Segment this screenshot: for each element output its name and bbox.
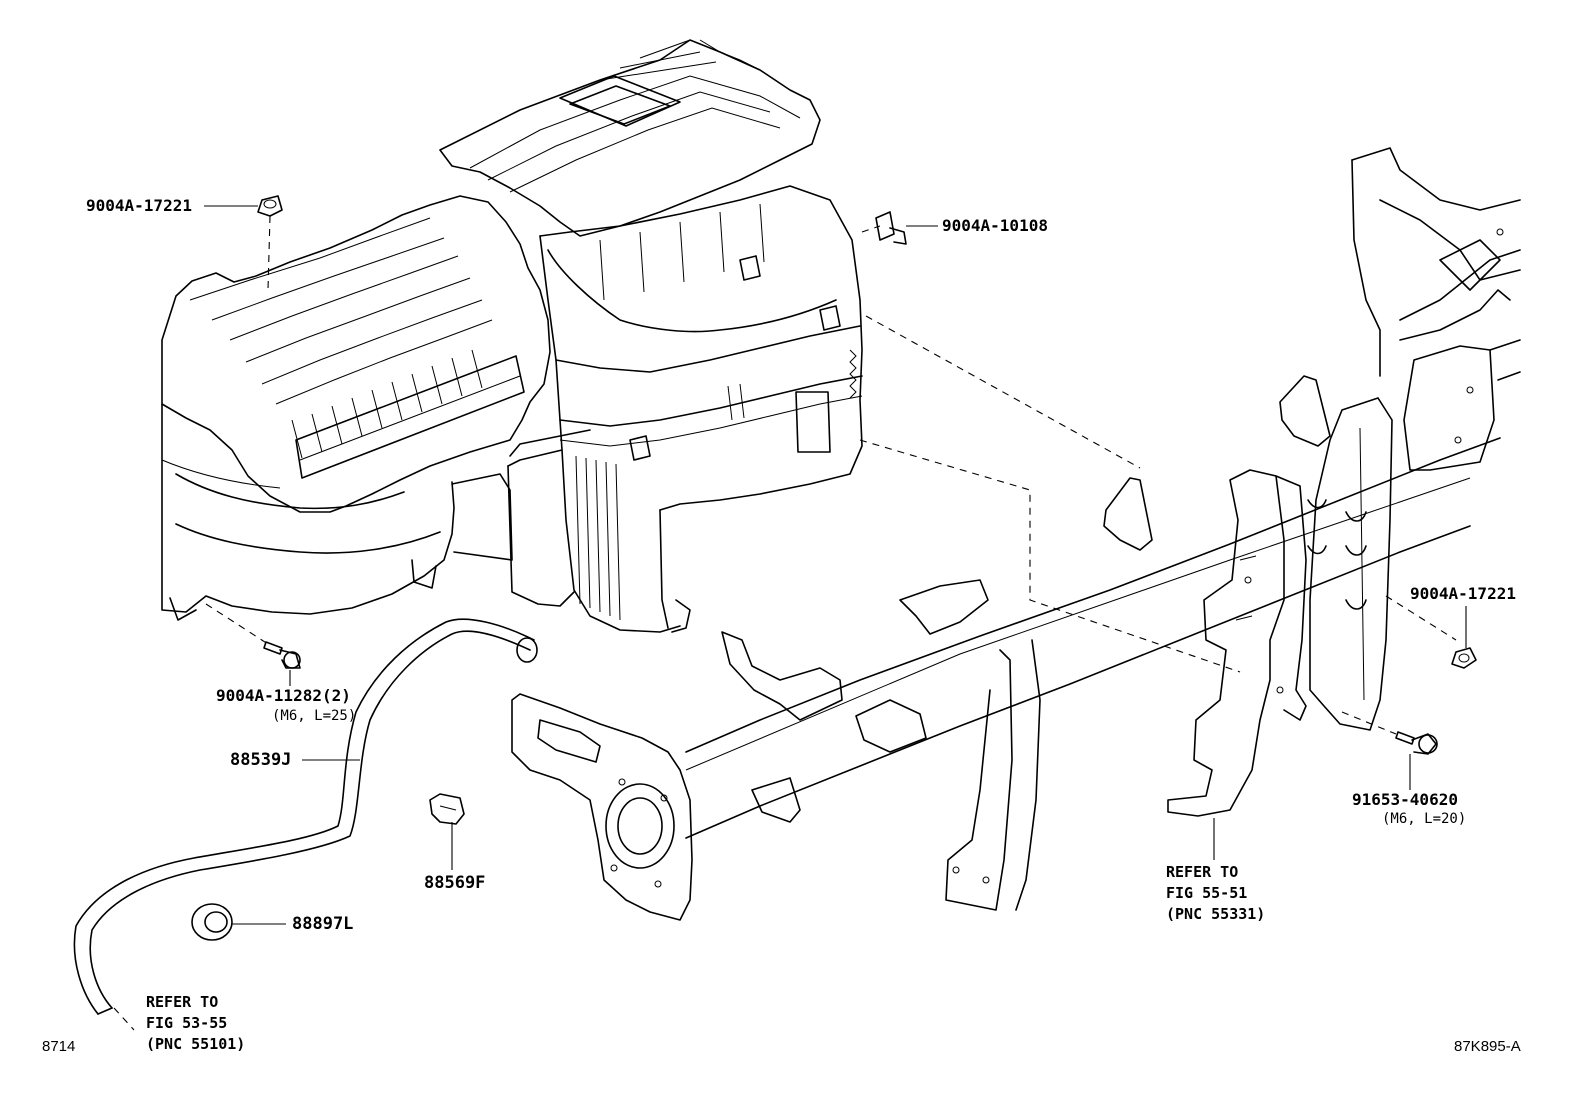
part-label-clip[interactable]: 9004A-10108 <box>942 216 1048 235</box>
reference-bracket[interactable]: REFER TO FIG 55-51 (PNC 55331) <box>1166 862 1265 925</box>
reference-hose-line2: FIG 53-55 <box>146 1014 228 1032</box>
footer-right-code: 87K895-A <box>1454 1038 1521 1055</box>
part-label-clamp[interactable]: 88569F <box>424 873 486 893</box>
part-label-bolt-left[interactable]: 9004A-11282(2) <box>216 686 351 705</box>
part-label-bolt-right[interactable]: 91653-40620 <box>1352 790 1458 809</box>
heater-unit <box>161 39 863 633</box>
bolt-right-icon <box>1395 731 1438 755</box>
reference-bracket-line1: REFER TO <box>1166 863 1239 881</box>
part-label-nut-right[interactable]: 9004A-17221 <box>1410 584 1516 603</box>
grommet-icon <box>191 903 233 941</box>
reference-hose-line3: (PNC 55101) <box>146 1035 246 1053</box>
reference-hose-line1: REFER TO <box>146 993 219 1011</box>
bolt-left-icon <box>263 641 301 669</box>
nut-top-icon <box>257 195 283 217</box>
reference-bracket-line2: FIG 55-51 <box>1166 884 1248 902</box>
reference-bracket-line3: (PNC 55331) <box>1166 905 1266 923</box>
part-spec-bolt-left: (M6, L=25) <box>272 708 357 724</box>
drain-hose <box>73 618 538 1015</box>
reference-hose-end[interactable]: REFER TO FIG 53-55 (PNC 55101) <box>146 992 245 1055</box>
part-label-hose[interactable]: 88539J <box>230 750 292 770</box>
clip-icon <box>875 211 907 245</box>
clamp-icon <box>429 793 465 825</box>
leader-lines <box>204 205 1467 925</box>
part-label-nut-top[interactable]: 9004A-17221 <box>86 196 192 215</box>
assembly-lines <box>113 215 1457 1031</box>
footer-left-code: 8714 <box>42 1038 76 1055</box>
part-spec-bolt-right: (M6, L=20) <box>1382 811 1467 827</box>
nut-right-icon <box>1451 647 1477 669</box>
cross-car-beam <box>511 147 1521 921</box>
part-label-grommet[interactable]: 88897L <box>292 914 354 934</box>
